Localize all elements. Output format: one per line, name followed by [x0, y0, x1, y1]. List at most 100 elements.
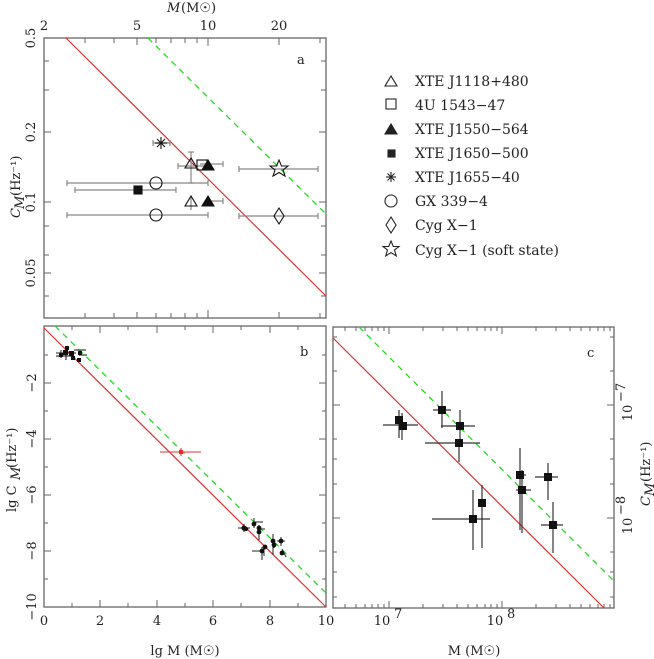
c-point — [478, 499, 486, 507]
b-xtick: 2 — [96, 614, 104, 629]
legend-icon-open-circle — [384, 194, 398, 208]
b-ytick: −6 — [25, 485, 40, 504]
b-stellar-points — [56, 346, 87, 362]
legend — [381, 74, 401, 258]
svg-text:C: C — [9, 208, 24, 218]
panel-b-ticks — [44, 326, 326, 607]
legend-label: XTE J1550−564 — [415, 122, 529, 138]
c-points — [395, 406, 557, 529]
b-ytick: −10 — [25, 593, 40, 620]
svg-text:C: C — [639, 496, 654, 506]
b-ytick: −8 — [25, 541, 40, 560]
marker-filled-triangle — [201, 194, 215, 207]
a-green-dashed-line — [147, 37, 327, 215]
svg-text:M: M — [643, 482, 654, 497]
c-xtick-1e7: 10 7 — [374, 607, 403, 629]
c-point — [395, 416, 403, 424]
svg-text:(Hz⁻¹): (Hz⁻¹) — [5, 428, 20, 468]
svg-text:10: 10 — [487, 614, 504, 629]
a-xtick-2: 2 — [40, 19, 48, 34]
a-ytick-0.1: 0.1 — [24, 192, 39, 213]
a-top-xlabel: M (M☉) — [166, 1, 216, 16]
svg-text:−7: −7 — [614, 383, 629, 402]
legend-label: 4U 1543−47 — [415, 98, 505, 114]
c-xlabel: M (M☉) — [448, 644, 501, 659]
a-xtick-5: 5 — [133, 19, 141, 34]
c-green-dashed-line — [358, 326, 615, 582]
c-point — [544, 473, 552, 481]
legend-label: XTE J1655−40 — [415, 170, 520, 186]
legend-label: XTE J1650−500 — [415, 146, 529, 162]
panel-a-y-ticks — [44, 60, 326, 297]
svg-text:(Hz⁻¹): (Hz⁻¹) — [9, 156, 24, 196]
c-point — [518, 486, 526, 494]
legend-icon-open-square — [385, 98, 397, 110]
panel-c-frame — [332, 326, 615, 609]
svg-text:M: M — [13, 195, 28, 210]
panel-c-label: c — [587, 346, 594, 361]
legend-icon-filled-square — [387, 149, 396, 158]
marker-open-triangle — [184, 156, 198, 169]
legend-label: GX 339−4 — [415, 194, 488, 210]
marker-open-triangle — [184, 194, 198, 207]
b-ylabel: lg C M (Hz⁻¹) — [5, 428, 24, 512]
svg-text:−8: −8 — [614, 496, 629, 515]
svg-text:(Hz⁻¹): (Hz⁻¹) — [639, 442, 654, 482]
marker-filled-square — [133, 185, 143, 195]
c-point — [438, 406, 446, 414]
b-agn-points — [238, 518, 287, 560]
b-xtick: 8 — [266, 614, 274, 629]
b-ytick: −4 — [25, 429, 40, 448]
c-point — [456, 422, 464, 430]
marker-filled-triangle — [201, 158, 215, 171]
svg-text:8: 8 — [507, 607, 515, 622]
b-xtick: 6 — [209, 614, 217, 629]
c-ytick-1e-8: 10 −8 — [614, 496, 636, 534]
svg-text:10: 10 — [621, 405, 636, 422]
a-ytick-0.2: 0.2 — [24, 122, 39, 143]
b-intermediate-point — [160, 448, 201, 456]
legend-icon-open-diamond — [385, 215, 397, 235]
a-markers — [133, 137, 290, 226]
legend-icon-open-triangle — [384, 74, 398, 87]
svg-text:10: 10 — [621, 518, 636, 535]
legend-icon-asterisk — [386, 172, 396, 182]
marker-open-circle — [149, 208, 163, 222]
legend-label: Cyg X−1 — [415, 218, 478, 234]
panel-a-frame — [43, 37, 327, 319]
panel-a: 2 5 10 20 0.5 0.2 0.1 0.05 M (M☉) C M (H… — [9, 1, 327, 319]
c-red-line — [332, 337, 605, 609]
b-green-dashed-line — [54, 325, 327, 594]
legend-label: Cyg X−1 (soft state) — [415, 243, 559, 259]
panel-b-label: b — [300, 345, 308, 360]
b-ytick: −2 — [25, 373, 40, 392]
b-xlabel: lg M (M☉) — [150, 644, 219, 659]
legend-label: XTE J1118+480 — [415, 74, 529, 90]
a-ytick-0.05: 0.05 — [24, 259, 39, 288]
c-ytick-1e-7: 10 −7 — [614, 383, 636, 421]
legend-icon-filled-triangle — [384, 122, 398, 135]
svg-text:7: 7 — [394, 607, 402, 622]
panel-b: 0 2 4 6 8 10 −2 −4 −6 −8 −10 lg C M (Hz⁻… — [5, 325, 335, 659]
a-ytick-0.5: 0.5 — [24, 28, 39, 49]
c-point — [399, 422, 407, 430]
panel-a-label: a — [297, 53, 305, 68]
c-point — [469, 515, 477, 523]
a-error-bars — [66, 140, 319, 219]
c-xtick-1e8: 10 8 — [487, 607, 516, 629]
marker-asterisk — [155, 137, 167, 149]
b-xtick: 0 — [40, 614, 48, 629]
a-xtick-20: 20 — [271, 19, 288, 34]
c-ylabel: C M (Hz⁻¹) — [639, 442, 654, 506]
a-ylabel: C M (Hz⁻¹) — [9, 156, 28, 218]
b-xtick: 10 — [318, 614, 335, 629]
c-point — [549, 521, 557, 529]
a-xtick-10: 10 — [200, 19, 217, 34]
legend-icon-open-star — [381, 239, 401, 258]
panel-a-x-ticks — [84, 38, 321, 318]
svg-text:M: M — [166, 1, 181, 16]
svg-text:10: 10 — [374, 614, 391, 629]
marker-open-diamond — [273, 206, 285, 226]
marker-open-circle — [149, 176, 163, 190]
